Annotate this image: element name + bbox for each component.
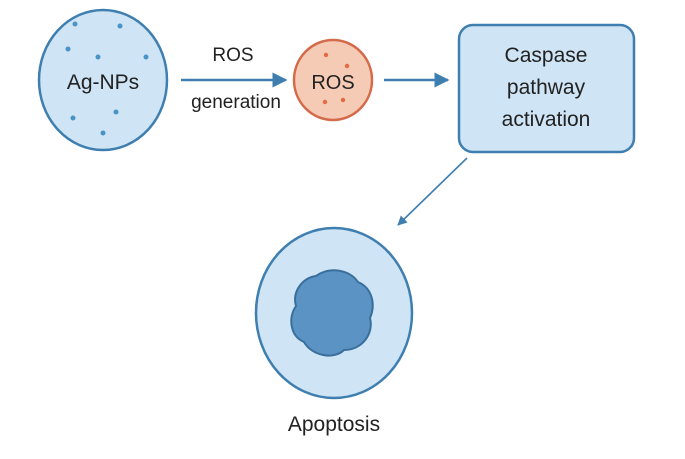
ros-circle	[292, 38, 374, 122]
caspase-label-line1: Caspase	[505, 44, 588, 67]
ros-label: ROS	[311, 72, 354, 94]
agnp-label: Ag-NPs	[67, 71, 139, 94]
ros-node: ROS	[292, 38, 374, 122]
agnp-dots	[65, 21, 149, 136]
apoptosis-node: Apoptosis	[254, 226, 414, 436]
agnp-dot	[100, 130, 106, 136]
caspase-label-line3: activation	[502, 108, 591, 131]
ros-dot	[323, 52, 329, 58]
ros-dot	[344, 63, 350, 69]
caspase-node: Caspase pathway activation	[457, 23, 636, 154]
agnp-dot	[95, 54, 101, 60]
agnp-dot	[143, 54, 149, 60]
agnp-dot	[113, 109, 119, 115]
arrow-label-ros: ROS	[212, 45, 253, 66]
ros-dot	[340, 97, 346, 103]
ros-dot	[322, 99, 328, 105]
agnp-dot	[72, 21, 78, 27]
arrow-label-generation: generation	[191, 92, 281, 113]
ros-dots	[322, 52, 350, 105]
agnp-dot	[70, 115, 76, 121]
agnp-circle	[37, 8, 169, 152]
agnp-dot	[65, 46, 71, 52]
cell-nucleus	[290, 269, 374, 357]
caspase-box	[457, 23, 636, 154]
agnp-node: Ag-NPs	[37, 8, 169, 152]
agnp-dot	[117, 23, 123, 29]
apoptosis-label: Apoptosis	[288, 413, 380, 436]
arrow-caspase-to-apoptosis	[397, 157, 468, 226]
caspase-label-line2: pathway	[507, 76, 586, 99]
